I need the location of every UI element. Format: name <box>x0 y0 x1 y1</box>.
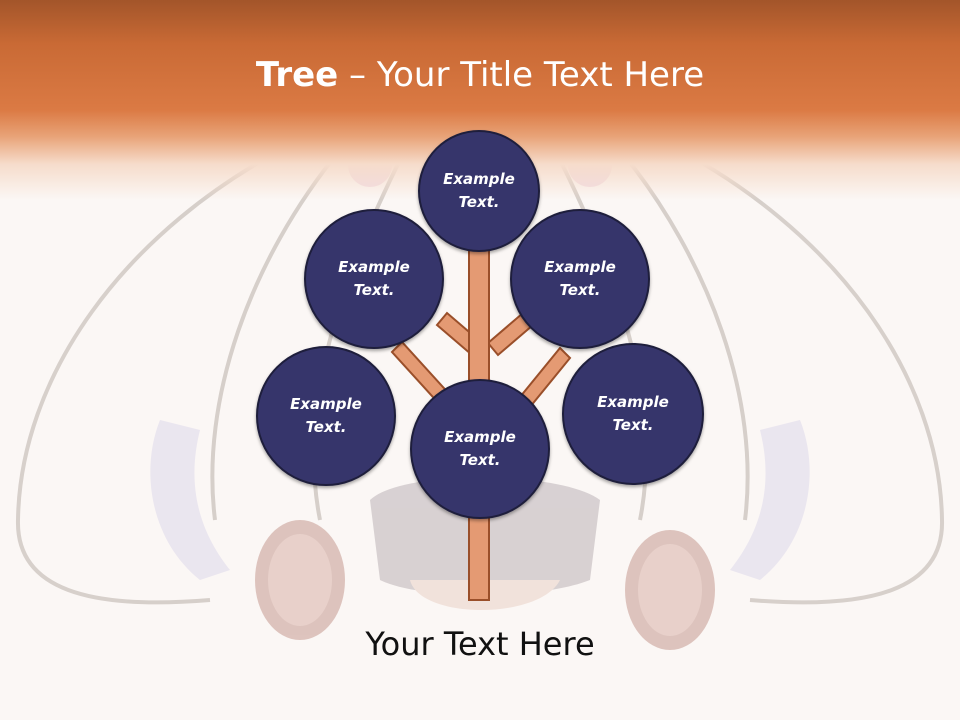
node-lower-left: Example Text. <box>256 346 396 486</box>
node-lower-right-label: Example Text. <box>597 393 669 434</box>
node-upper-right: Example Text. <box>510 209 650 349</box>
title-separator: – <box>338 55 377 95</box>
node-top-label: Example Text. <box>443 170 515 211</box>
title-text: Your Title Text Here <box>376 55 705 95</box>
title-bold-word: Tree <box>255 55 339 95</box>
node-center: Example Text. <box>410 379 550 519</box>
node-top: Example Text. <box>418 130 540 252</box>
page-title: Tree – Your Title Text Here <box>0 52 960 98</box>
node-lower-left-label: Example Text. <box>290 395 362 436</box>
node-upper-right-label: Example Text. <box>544 258 616 299</box>
node-lower-right: Example Text. <box>562 343 704 485</box>
node-upper-left: Example Text. <box>304 209 444 349</box>
node-center-label: Example Text. <box>444 428 516 469</box>
footer-text: Your Text Here <box>365 625 595 663</box>
node-upper-left-label: Example Text. <box>338 258 410 299</box>
